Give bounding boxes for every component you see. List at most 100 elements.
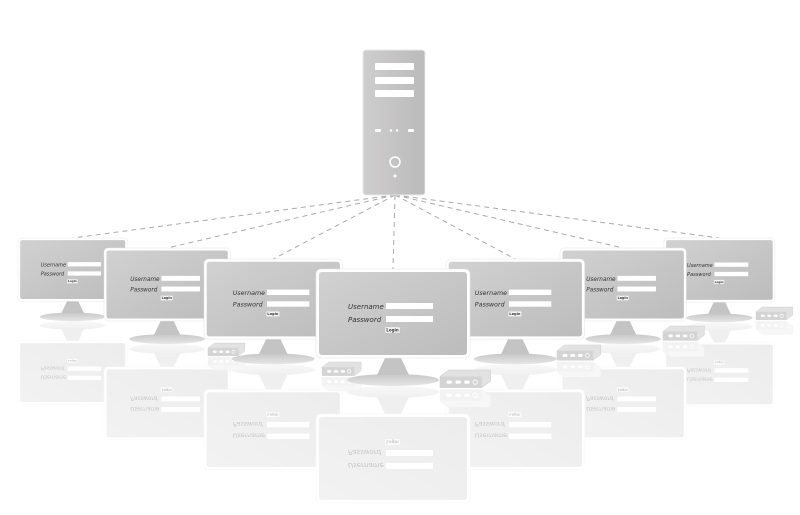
username-input[interactable] (67, 262, 102, 267)
connection-lines (72, 194, 720, 270)
login-button[interactable]: Login (616, 387, 630, 393)
username-label: Username (475, 290, 507, 297)
login-button-bg (713, 279, 725, 285)
port-icon (327, 380, 332, 383)
username-input[interactable] (714, 377, 749, 382)
port-icon (767, 324, 772, 327)
username-label: Username (41, 262, 66, 268)
username-input[interactable] (386, 303, 433, 309)
username-input[interactable] (161, 275, 200, 281)
password-label: Password (475, 420, 506, 427)
login-button[interactable]: Login (713, 360, 725, 365)
power-icon (779, 323, 784, 328)
power-icon (779, 313, 784, 318)
login-button[interactable]: Login (713, 279, 725, 285)
port-icon (773, 314, 778, 317)
username-label: Username (130, 277, 160, 283)
port-icon (219, 350, 224, 353)
username-input[interactable] (161, 407, 200, 412)
password-input[interactable] (617, 396, 656, 402)
password-input[interactable] (714, 271, 749, 277)
password-input[interactable] (386, 316, 433, 322)
password-input[interactable] (267, 421, 310, 428)
login-button[interactable]: Login (507, 411, 522, 418)
port-icon (225, 350, 230, 353)
password-input[interactable] (509, 421, 552, 428)
port-icon (464, 393, 470, 397)
network-switch (321, 361, 362, 376)
network-switch (439, 369, 491, 388)
monitor-screen (562, 250, 684, 319)
login-button-bg (713, 360, 725, 365)
password-input[interactable] (67, 271, 102, 276)
monitor-screen (666, 344, 773, 405)
port-icon (219, 360, 224, 363)
login-button[interactable]: Login (66, 279, 78, 284)
username-label: Username (687, 263, 713, 269)
port-icon (455, 393, 461, 397)
login-button-label: Login (68, 279, 77, 283)
username-label: Username (475, 432, 507, 439)
login-button[interactable]: Login (160, 387, 174, 393)
monitor-screen (20, 343, 126, 403)
username-label: Username (130, 405, 160, 411)
power-icon (472, 392, 478, 398)
username-input[interactable] (267, 289, 310, 295)
login-button[interactable]: Login (265, 311, 280, 317)
connection-line (392, 194, 396, 270)
login-button[interactable]: Login (66, 358, 78, 364)
port-icon (333, 370, 339, 373)
connection-line (394, 194, 516, 260)
monitor-stand (610, 352, 637, 367)
password-input[interactable] (617, 286, 656, 292)
password-input[interactable] (67, 366, 102, 371)
password-input[interactable] (509, 301, 552, 307)
login-button[interactable]: Login (507, 311, 522, 317)
login-button[interactable]: Login (265, 411, 280, 418)
username-input[interactable] (267, 433, 310, 439)
username-input[interactable] (617, 275, 656, 281)
username-input[interactable] (509, 433, 552, 439)
login-button-bg (265, 311, 280, 317)
password-input[interactable] (161, 286, 200, 292)
network-switch-reflection (755, 321, 794, 335)
login-button[interactable]: Login (160, 295, 174, 301)
username-input[interactable] (386, 463, 433, 469)
username-input[interactable] (714, 262, 749, 267)
monitor-screen (319, 272, 467, 355)
login-button[interactable]: Login (616, 295, 630, 301)
power-button-icon[interactable] (389, 156, 401, 168)
password-input[interactable] (386, 450, 433, 456)
port-icon (760, 324, 765, 327)
login-button-bg (66, 279, 78, 284)
login-button-label: Login (618, 388, 629, 392)
switch-front (756, 321, 787, 330)
port-icon (668, 345, 673, 349)
username-label: Username (41, 374, 66, 380)
port-icon (212, 350, 217, 353)
login-button[interactable]: Login (384, 326, 401, 334)
port-icon (464, 380, 470, 384)
connection-line (167, 194, 396, 249)
monitor-base (347, 386, 439, 398)
username-input[interactable] (509, 289, 552, 295)
password-input[interactable] (267, 301, 310, 307)
port-icon (408, 129, 414, 132)
password-input[interactable] (161, 396, 200, 402)
led-icon (389, 129, 393, 132)
monitor-screen (106, 369, 228, 438)
connection-line (394, 194, 720, 239)
monitor-stand (258, 374, 288, 390)
login-button-label: Login (68, 359, 77, 363)
login-button[interactable]: Login (384, 438, 401, 446)
username-input[interactable] (617, 407, 656, 412)
password-input[interactable] (714, 368, 749, 373)
power-icon (472, 379, 478, 385)
power-icon (585, 364, 590, 370)
username-input[interactable] (67, 375, 102, 381)
